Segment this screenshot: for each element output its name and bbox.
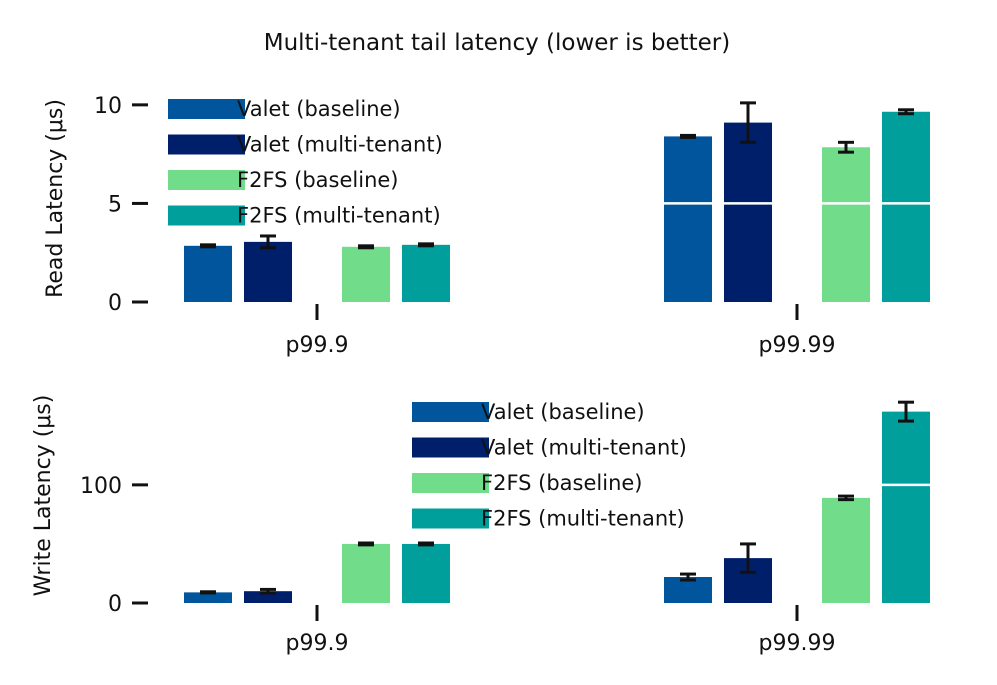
read-latency-panel: 0 5 10 Read Latency (μs) p99.9 p99.99 Valet (b… [43,94,950,358]
bar [402,244,450,302]
legend-label: Valet (baseline) [237,97,401,121]
legend-swatch [168,99,245,119]
bar [184,245,232,302]
error-bar [260,234,276,250]
error-bar [260,587,276,595]
error-bar [680,133,696,139]
error-bar [838,494,854,502]
legend-swatch [412,508,489,529]
y-tick-label: 10 [94,94,122,119]
x-tick-label: p99.99 [759,333,836,358]
legend-swatch [168,205,245,226]
bar [724,122,772,302]
y-tick-label: 100 [80,474,122,499]
y-tick-label: 0 [108,592,122,617]
x-tick-label: p99.9 [286,631,349,656]
error-bar [200,243,216,249]
y-axis-label: Write Latency (μs) [31,395,56,597]
write-latency-panel: 0 100 Write Latency (μs) p99.9 p99.99 Valet (… [31,395,950,656]
legend-swatch [168,170,245,190]
error-bar [418,541,434,547]
y-axis-label: Read Latency (μs) [43,99,68,298]
error-bar [680,572,696,582]
bar [822,147,870,302]
chart-title: Multi-tenant tail latency (lower is bett… [264,30,730,56]
legend-swatch [168,134,245,155]
x-tick-label: p99.99 [759,631,836,656]
legend-label: F2FS (multi-tenant) [481,507,685,531]
legend-label: F2FS (baseline) [481,471,643,495]
legend-swatch [412,402,489,422]
error-bar [838,140,854,154]
error-bar [898,400,914,423]
bar [244,241,292,302]
legend-label: Valet (multi-tenant) [481,436,687,460]
error-bar [740,542,756,574]
error-bar [418,242,434,248]
legend-label: F2FS (multi-tenant) [237,204,441,228]
legend-swatch [412,473,489,493]
legend-label: Valet (baseline) [481,400,645,424]
x-tick-label: p99.9 [286,333,349,358]
bar [882,111,930,302]
error-bar [898,108,914,116]
bar [342,543,390,603]
legend-swatch [412,437,489,458]
bar [184,592,232,603]
bar [342,246,390,302]
legend-label: Valet (multi-tenant) [237,133,443,157]
bar [664,136,712,302]
y-tick-label: 5 [108,192,122,217]
error-bar [358,541,374,547]
error-bar [200,590,216,595]
bar [882,411,930,603]
bar [244,591,292,603]
error-bar [358,244,374,250]
y-tick-label: 0 [108,291,122,316]
bar [402,543,450,603]
bar [822,497,870,603]
error-bar [740,101,756,144]
legend-label: F2FS (baseline) [237,168,399,192]
